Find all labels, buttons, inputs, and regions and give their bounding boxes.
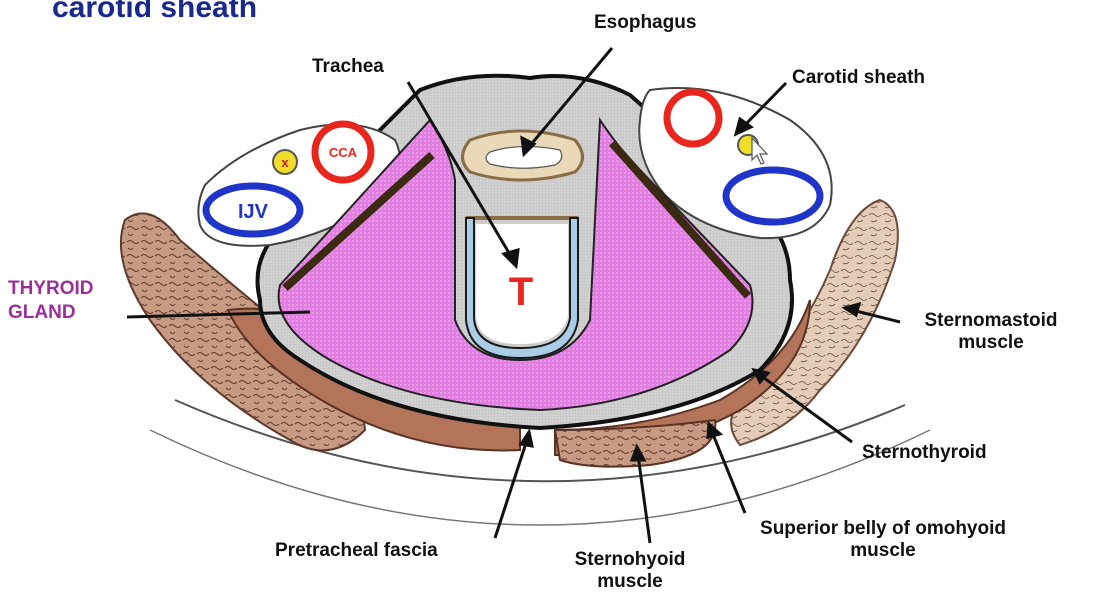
- vagus-x-label: x: [281, 155, 289, 170]
- label-omohyoid-line1: Superior belly of omohyoid: [718, 518, 1048, 540]
- ijv-label: IJV: [238, 201, 269, 223]
- label-sternohyoid-line2: muscle: [550, 571, 710, 593]
- skin-curve: [150, 430, 930, 525]
- label-sternomastoid-line2: muscle: [906, 332, 1076, 354]
- label-sternohyoid: Sternohyoid muscle: [550, 549, 710, 593]
- label-thyroid-line2: GLAND: [8, 301, 94, 325]
- cca-label: CCA: [329, 145, 358, 160]
- label-thyroid-line1: THYROID: [8, 277, 94, 301]
- label-omohyoid-line2: muscle: [718, 540, 1048, 562]
- trachea-t-label: T: [509, 270, 533, 314]
- label-sternothyroid: Sternothyroid: [862, 442, 987, 464]
- label-thyroid-gland: THYROID GLAND: [8, 277, 94, 325]
- diagram-title: carotid sheath: [52, 0, 257, 25]
- label-sternohyoid-line1: Sternohyoid: [550, 549, 710, 571]
- label-carotid-sheath: Carotid sheath: [792, 67, 925, 89]
- label-sternomastoid: Sternomastoid muscle: [906, 310, 1076, 354]
- label-omohyoid: Superior belly of omohyoid muscle: [718, 518, 1048, 562]
- label-trachea: Trachea: [312, 56, 384, 78]
- label-esophagus: Esophagus: [594, 12, 696, 34]
- label-sternomastoid-line1: Sternomastoid: [906, 310, 1076, 332]
- label-pretracheal-fascia: Pretracheal fascia: [275, 540, 438, 562]
